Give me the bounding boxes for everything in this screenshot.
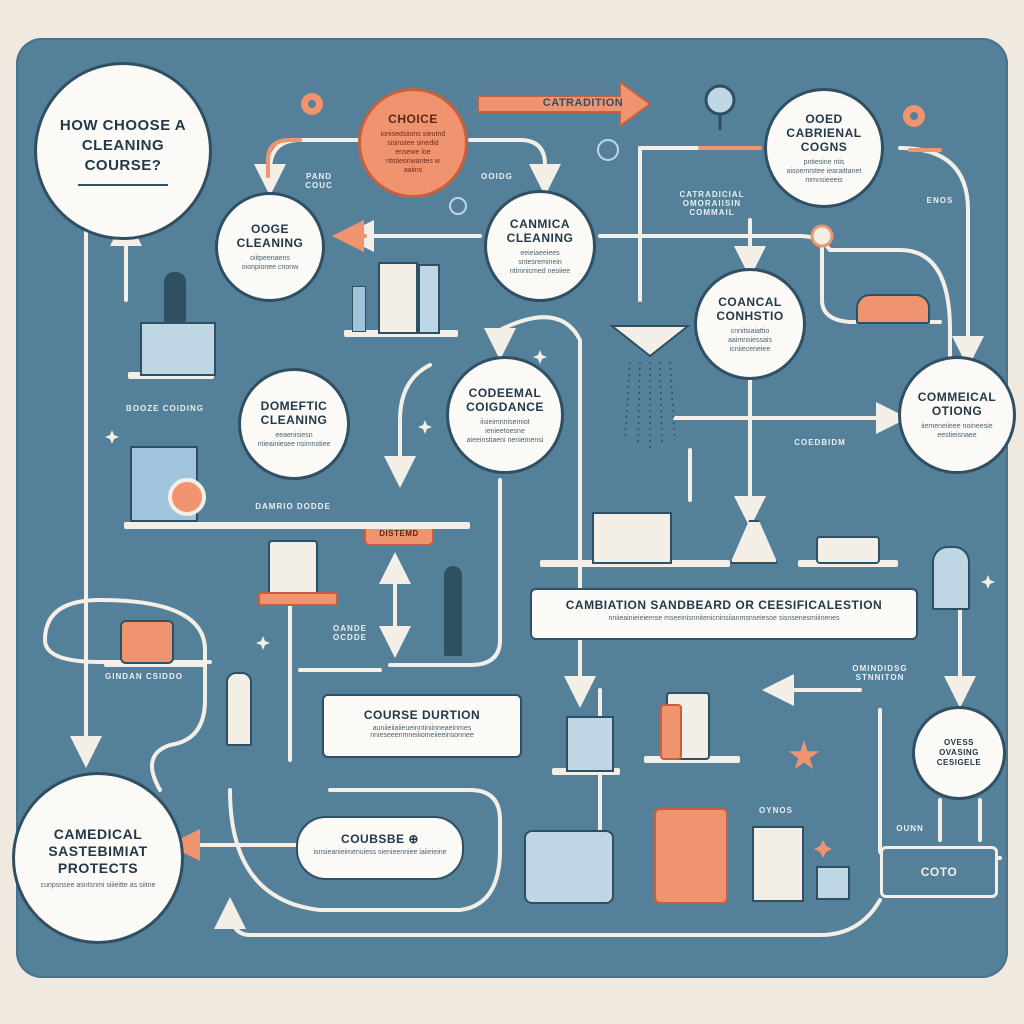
coubere-title: COUBSBE ⊕ — [341, 832, 419, 846]
ooge-cleaning-node: OOGE CLEANING oiitpeenaens oionpionee cn… — [215, 192, 325, 302]
camedical-subtitle: cunpsnsee asntsnmi siiieitte as siitne — [40, 882, 156, 889]
canmica-cleaning-subtitle: eeieiaeeiees sntesreminein ntimnicmed ne… — [509, 249, 571, 275]
bottle-icon — [660, 704, 682, 760]
distemd-text: DISTEMD — [379, 529, 419, 538]
camedical-node: CAMEDICAL SASTEBIMIAT PROTECTS cunpsnsee… — [12, 772, 184, 944]
person-icon — [164, 272, 186, 322]
towels-icon — [120, 620, 174, 664]
ovess-title: OVESS OVASING CESIGELE — [936, 738, 982, 767]
books-icon — [378, 262, 418, 334]
book-icon — [592, 512, 672, 564]
commercial-node: COMMEICAL OTIONG iiemeneiieee noineesie … — [898, 356, 1016, 474]
how-choose-title: HOW CHOOSE A CLEANING COURSE? — [59, 117, 187, 174]
coancal-node: COANCAL CONHSTIO cnnitsiaiattio aaimnsie… — [694, 268, 806, 380]
shelf — [124, 522, 470, 529]
document-icon — [752, 826, 804, 902]
choice-subtitle: ionisedsiions sieutnd sisinstee sinedid … — [380, 130, 446, 174]
divider — [78, 184, 168, 186]
combination-subtitle: nniieainieieiemse mseeinisnnitenicninsii… — [608, 615, 840, 622]
connector-line — [598, 234, 832, 252]
combination-box: CAMBIATION SANDBEARD OR CEESIFICALESTION… — [530, 588, 918, 640]
catradition-label: CATRADITION — [522, 92, 644, 114]
stack-icon — [524, 830, 614, 904]
gndan-label: GINDAN CSIDDO — [105, 672, 183, 681]
coancal-title: COANCAL CONHSTIO — [716, 294, 784, 323]
domestic-subtitle: eeaenisiesn ntieainiesee nsimnstiee — [257, 432, 331, 448]
funnel-icon — [609, 325, 691, 358]
oynos-label: OYNOS — [759, 806, 793, 815]
choice-node: CHOICE ionisedsiions sieutnd sisinstee s… — [358, 88, 468, 198]
pillar-icon — [932, 546, 970, 610]
connector-line — [820, 238, 942, 324]
canmica-cleaning-title: CANMICA CLEANING — [506, 216, 574, 245]
connector-line — [228, 788, 502, 912]
course-duration-box: COURSE DURTION auniieiiaiieueinntiniinne… — [322, 694, 522, 758]
connector-line — [388, 478, 502, 667]
camedical-title: CAMEDICAL SASTEBIMIAT PROTECTS — [48, 826, 148, 876]
course-duration-title: COURSE DURTION — [363, 708, 481, 722]
ounn-label: OUNN — [896, 824, 924, 833]
ooge-cleaning-title: OOGE CLEANING — [236, 222, 304, 250]
ooidg-label: OOIDG — [481, 172, 513, 181]
dansio-dodde-label: DAMRIO DODDE — [255, 502, 331, 511]
comedal-node: CODEEMAL COIGDANCE iisieimnnisemiot ieni… — [446, 356, 564, 474]
ooge-cleaning-subtitle: oiitpeenaens oionpionee cnonw — [241, 255, 299, 271]
comedal-title: CODEEMAL COIGDANCE — [466, 385, 544, 414]
connector-line — [828, 247, 952, 362]
coubere-box: COUBSBE ⊕ isnsieanieimenuiess sienieenni… — [296, 816, 464, 880]
booze-coiding-label: BOOZE COIDING — [126, 404, 204, 413]
connector-line — [42, 597, 212, 792]
comedal-subtitle: iisieimnnisemiot ienieetoesne aieeinstia… — [466, 418, 544, 444]
coto-box: COTO — [880, 846, 998, 898]
desk-icon — [140, 322, 216, 376]
accent-arrow — [266, 138, 302, 178]
ngs-label: ENOS — [926, 196, 954, 205]
catriculal-label: CATRADICIAL OMORAIISIN COMMAIL — [679, 190, 745, 217]
how-choose-node: HOW CHOOSE A CLEANING COURSE? — [34, 62, 212, 240]
ooed-cabrienal-node: OOED CABRIENAL COGNS pntiesine ntis aiso… — [764, 88, 884, 208]
coedbidm-label: COEDBIDM — [794, 438, 846, 447]
box-icon — [816, 866, 850, 900]
coto-text: COTO — [920, 865, 958, 879]
pin-icons — [301, 84, 925, 248]
search-icon — [168, 478, 206, 516]
catradition-arrow — [477, 80, 652, 128]
iron-icon — [856, 294, 930, 324]
canister-icon — [654, 808, 728, 904]
ooed-cabrienal-subtitle: pntiesine ntis aisoemrstee iearaittanet … — [786, 158, 862, 184]
canmica-cleaning-node: CANMICA CLEANING eeieiaeeiees sntesremin… — [484, 190, 596, 302]
person-icon — [226, 672, 252, 746]
course-duration-subtitle: auniieiiaiieueinntiniinneaeinmes nniesee… — [370, 725, 474, 739]
books-icon — [418, 264, 440, 334]
oande-ocdde-label: OANDE OCDDE — [333, 624, 367, 642]
omdidsg-label: OMINDIDSG STNNITON — [852, 664, 908, 682]
commercial-subtitle: iiemeneiieee noineesie eestieisnaee — [921, 423, 993, 439]
domestic-node: DOMEFTIC CLEANING eeaenisiesn ntieainies… — [238, 368, 350, 480]
mop-icon — [258, 592, 338, 606]
ovess-node: OVESS OVASING CESIGELE — [912, 706, 1006, 800]
machine-icon — [566, 716, 614, 772]
connector-line — [898, 146, 984, 368]
connector-line — [384, 363, 432, 488]
person-icon — [444, 566, 462, 656]
domestic-title: DOMEFTIC CLEANING — [260, 399, 328, 427]
catradition-text: CATRADITION — [542, 97, 624, 109]
coancal-subtitle: cnnitsiaiattio aaimnsiessais icniiecenei… — [728, 327, 772, 353]
choice-title: CHOICE — [388, 111, 438, 126]
combination-title: CAMBIATION SANDBEARD OR CEESIFICALESTION — [565, 598, 883, 612]
coubere-subtitle: isnsieanieimenuiess sienieenniee iaiieie… — [313, 849, 447, 856]
van-icon — [816, 536, 880, 564]
connector-line — [498, 315, 596, 708]
pand-couc-label: PAND COUC — [305, 172, 333, 190]
connector-line — [468, 138, 561, 196]
bucket-icon — [268, 540, 318, 596]
connector-line — [214, 897, 882, 937]
books-icon — [352, 286, 366, 332]
commercial-title: COMMEICAL OTIONG — [917, 390, 997, 418]
ooed-cabrienal-title: OOED CABRIENAL COGNS — [786, 111, 862, 154]
